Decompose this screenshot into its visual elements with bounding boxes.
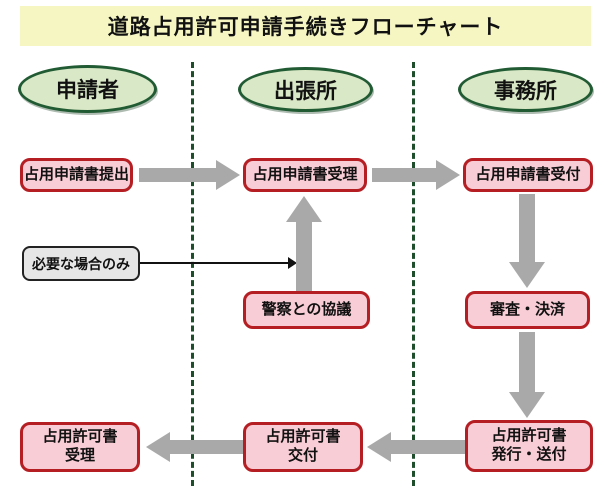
- node-review-settlement: 審査・決済: [465, 291, 590, 329]
- arrow-receive-to-review-head-icon: [509, 262, 545, 288]
- arrow-issue-to-deliver-shaft: [391, 440, 465, 454]
- node-permit-deliver-line2: 交付: [287, 447, 318, 464]
- arrow-receive-to-review-shaft: [519, 194, 535, 263]
- page-title: 道路占用許可申請手続きフローチャート: [20, 6, 591, 46]
- note-connector-line: [140, 262, 288, 264]
- arrow-deliver-to-receive-head-icon: [146, 432, 170, 462]
- arrow-deliver-to-receive-shaft: [170, 440, 243, 454]
- arrow-police-to-accept-head-icon: [286, 196, 322, 222]
- arrow-issue-to-deliver-head-icon: [367, 432, 391, 462]
- node-submit-application-label: 占用申請書提出: [23, 165, 129, 183]
- node-submit-application: 占用申請書提出: [20, 158, 133, 192]
- arrow-submit-to-accept-head-icon: [216, 160, 240, 190]
- lane-header-branch-office: 出張所: [238, 67, 373, 112]
- arrow-accept-to-receive-shaft: [372, 168, 436, 182]
- node-accept-application: 占用申請書受理: [243, 158, 367, 192]
- node-permit-issue-send-line1: 占用許可書: [491, 427, 567, 445]
- lane-divider-left: [191, 62, 194, 486]
- node-police-consultation: 警察との協議: [243, 291, 370, 329]
- node-only-if-needed-note: 必要な場合のみ: [22, 246, 140, 281]
- node-permit-deliver-line1: 占用許可書: [265, 428, 341, 446]
- node-permit-receive-line1: 占用許可書: [42, 428, 118, 446]
- lane-header-main-office: 事務所: [458, 67, 593, 112]
- lane-divider-right: [412, 62, 415, 486]
- node-permit-receive-line2: 受理: [64, 447, 95, 464]
- node-accept-application-label: 占用申請書受理: [252, 165, 358, 183]
- lane-header-main-office-label: 事務所: [494, 79, 557, 103]
- node-permit-deliver: 占用許可書 交付: [243, 422, 363, 472]
- node-only-if-needed-label: 必要な場合のみ: [32, 255, 130, 272]
- lane-header-applicant-label: 申請者: [56, 79, 119, 102]
- arrow-review-to-issue-head-icon: [509, 392, 545, 418]
- node-permit-issue-send-line2: 発行・送付: [491, 446, 567, 463]
- arrow-submit-to-accept-shaft: [139, 168, 216, 182]
- node-permit-receive: 占用許可書 受理: [20, 422, 140, 472]
- arrow-accept-to-receive-head-icon: [436, 160, 460, 190]
- node-police-consultation-label: 警察との協議: [261, 300, 352, 318]
- lane-header-branch-office-label: 出張所: [274, 79, 337, 103]
- arrow-review-to-issue-shaft: [519, 332, 535, 393]
- node-receive-application: 占用申請書受付: [463, 158, 593, 192]
- node-permit-issue-send: 占用許可書 発行・送付: [465, 420, 593, 472]
- note-connector-arrowhead-icon: [288, 257, 297, 269]
- node-review-settlement-label: 審査・決済: [489, 300, 565, 318]
- lane-header-applicant: 申請者: [18, 65, 157, 113]
- node-receive-application-label: 占用申請書受付: [475, 165, 581, 183]
- arrow-police-to-accept-shaft: [296, 221, 312, 291]
